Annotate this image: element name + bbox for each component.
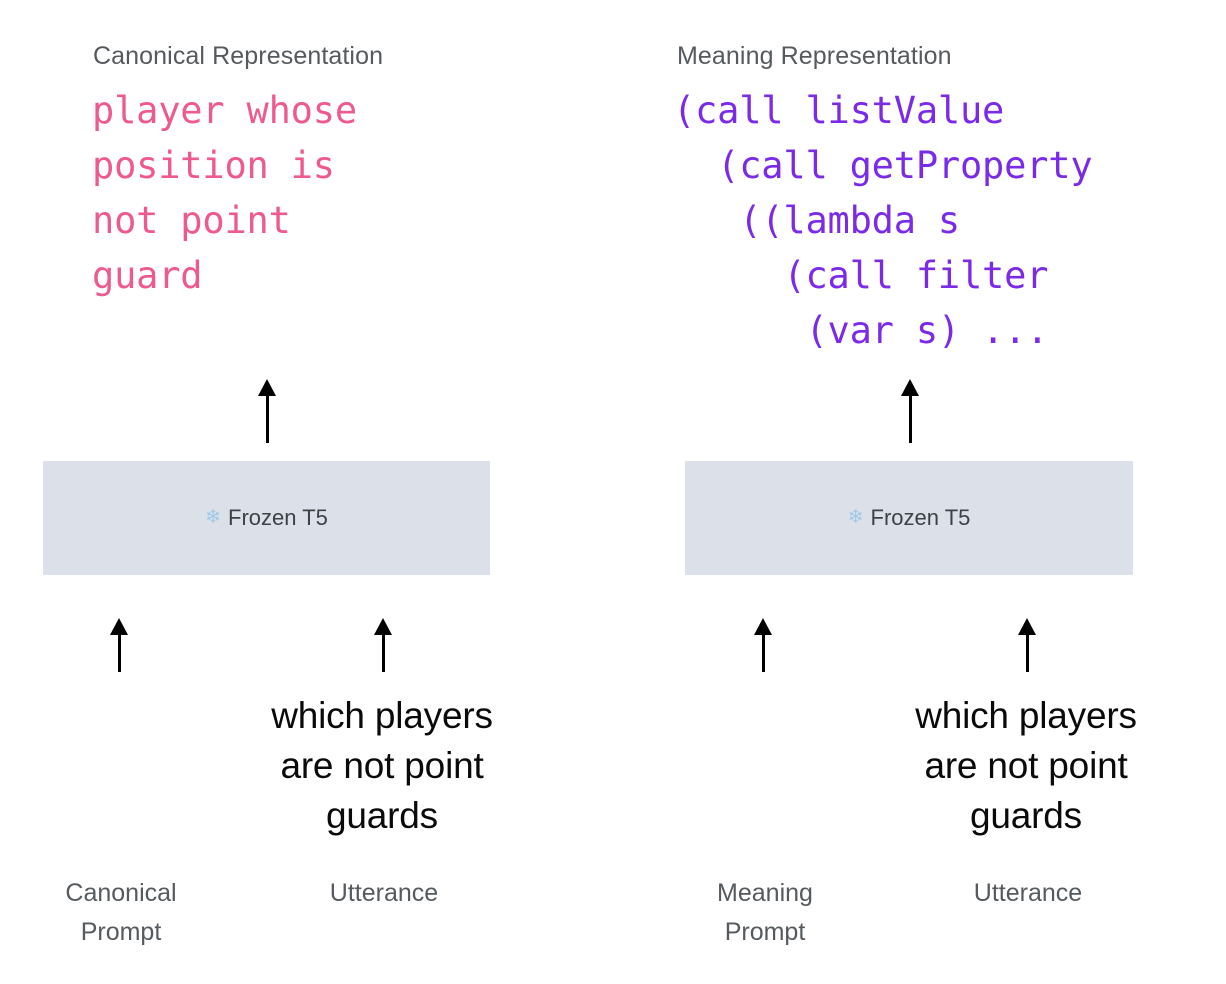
meaning-column: Meaning Representation (call listValue (… xyxy=(592,0,1152,984)
frozen-model-label: Frozen T5 xyxy=(870,505,971,530)
snowflake-icon: ❄ xyxy=(847,506,864,528)
arrow-shaft xyxy=(265,392,269,443)
frozen-model-label: Frozen T5 xyxy=(228,505,328,530)
arrow-canonical-prompt-to-model xyxy=(108,618,130,672)
arrow-head-icon xyxy=(110,618,128,635)
frozen-t5-box-meaning: ❄ Frozen T5 xyxy=(685,461,1133,575)
arrow-shaft xyxy=(381,631,385,672)
canonical-representation-code: player whose position is not point guard xyxy=(92,89,357,297)
arrow-model-to-canonical-output xyxy=(256,379,278,443)
meaning-utterance-text: which players are not point guards xyxy=(915,695,1137,836)
meaning-representation-header: Meaning Representation xyxy=(677,42,952,70)
arrow-head-icon xyxy=(258,379,276,396)
caption-canonical-prompt: Canonical Prompt xyxy=(65,879,177,946)
arrow-utterance-to-model-canonical xyxy=(372,618,394,672)
caption-meaning-utterance: Utterance xyxy=(973,879,1083,907)
caption-canonical-utterance: Utterance xyxy=(329,879,439,907)
snowflake-icon: ❄ xyxy=(205,506,222,528)
frozen-t5-box-canonical: ❄ Frozen T5 xyxy=(43,461,490,575)
arrow-head-icon xyxy=(901,379,919,396)
canonical-representation-header: Canonical Representation xyxy=(93,42,384,70)
arrow-shaft xyxy=(761,631,765,672)
canonical-utterance-text: which players are not point guards xyxy=(271,695,493,836)
arrow-shaft xyxy=(1025,631,1029,672)
arrow-model-to-meaning-output xyxy=(899,379,921,443)
arrow-head-icon xyxy=(1018,618,1036,635)
arrow-head-icon xyxy=(754,618,772,635)
meaning-representation-code: (call listValue (call getProperty ((lamb… xyxy=(673,89,1093,352)
arrow-meaning-prompt-to-model xyxy=(752,618,774,672)
arrow-head-icon xyxy=(374,618,392,635)
canonical-column: Canonical Representation player whose po… xyxy=(0,0,560,984)
arrow-utterance-to-model-meaning xyxy=(1016,618,1038,672)
arrow-shaft xyxy=(117,631,121,672)
caption-meaning-prompt: Meaning Prompt xyxy=(717,879,813,946)
arrow-shaft xyxy=(908,392,912,443)
